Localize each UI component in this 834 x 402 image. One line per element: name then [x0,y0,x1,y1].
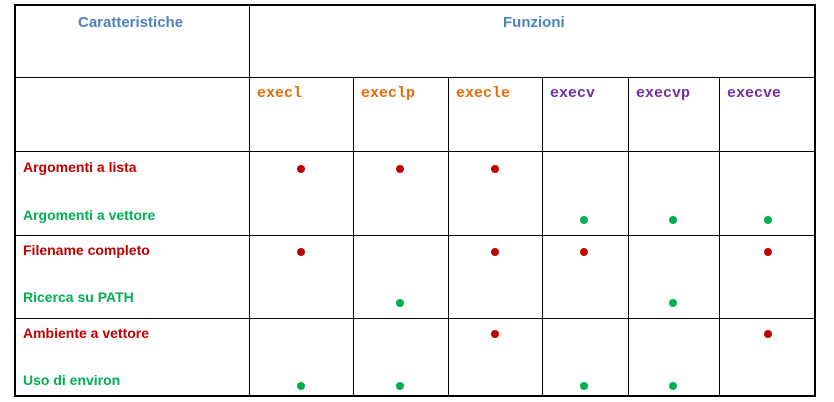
feature-dot [396,165,404,173]
feature-dot [491,248,499,256]
row-label-uso-di-environ: Uso di environ [23,372,121,388]
feature-dot [669,299,677,307]
feature-dot [764,216,772,224]
feature-dot [491,330,499,338]
functions-header: Funzioni [503,14,565,31]
feature-dot [396,382,404,390]
grid-vline [719,77,720,396]
row-label-filename-completo: Filename completo [23,242,150,258]
feature-dot [491,165,499,173]
feature-dot [669,382,677,390]
feature-dot [396,299,404,307]
grid-hline [15,77,815,78]
row-label-argomenti-a-vettore: Argomenti a vettore [23,207,156,223]
comparison-table [14,4,816,397]
feature-dot [580,382,588,390]
feature-dot [764,248,772,256]
feature-dot [297,248,305,256]
grid-vline [249,5,250,396]
function-header-execvp: execvp [636,85,691,102]
feature-dot [669,216,677,224]
grid-vline [448,77,449,396]
grid-hline [15,318,815,319]
row-label-argomenti-a-lista: Argomenti a lista [23,159,137,175]
grid-vline [353,77,354,396]
feature-dot [297,165,305,173]
characteristics-header: Caratteristiche [78,14,184,31]
grid-hline [15,235,815,236]
row-label-ambiente-a-vettore: Ambiente a vettore [23,325,150,341]
feature-dot [580,216,588,224]
function-header-execv: execv [550,85,596,102]
row-label-ricerca-su-path: Ricerca su PATH [23,289,134,305]
function-header-execve: execve [727,85,782,102]
function-header-execl: execl [257,85,303,102]
feature-dot [580,248,588,256]
grid-hline [15,151,815,152]
function-header-execlp: execlp [361,85,416,102]
grid-vline [542,77,543,396]
feature-dot [764,330,772,338]
grid-vline [628,77,629,396]
function-header-execle: execle [456,85,511,102]
feature-dot [297,382,305,390]
